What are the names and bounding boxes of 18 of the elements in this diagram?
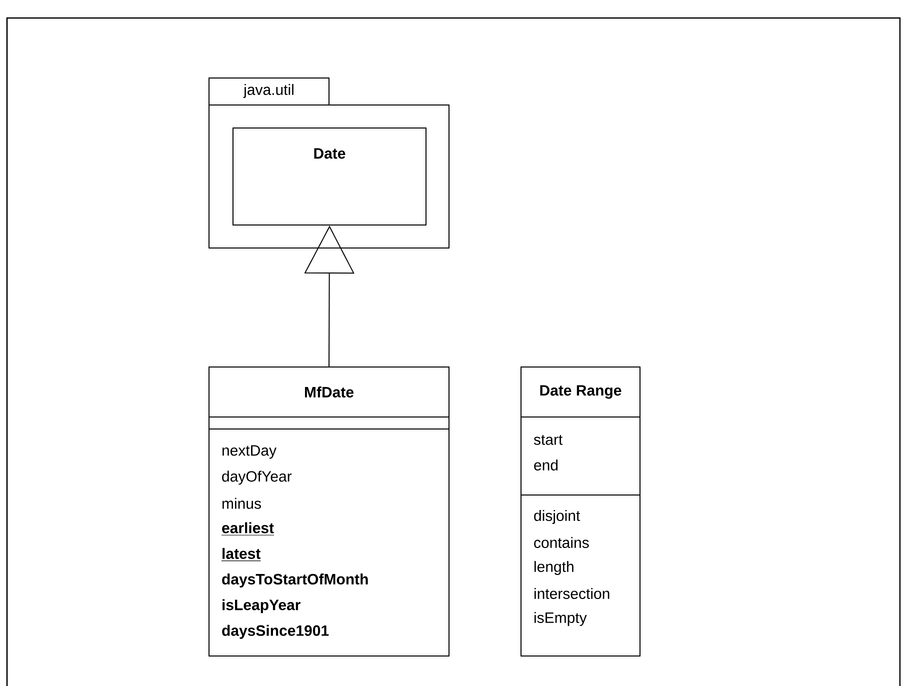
member-name: nextDay xyxy=(222,445,276,459)
member-name: disjoint xyxy=(534,510,580,524)
member-name: intersection xyxy=(534,588,610,599)
member-name: contains xyxy=(534,536,589,548)
member-name: start xyxy=(534,435,563,445)
class-name: MfDate xyxy=(305,386,354,398)
member-name: minus xyxy=(222,498,261,509)
member-name: daysSince1901 xyxy=(222,624,329,639)
member-name: latest xyxy=(221,548,261,562)
class-name: Date Range xyxy=(540,385,622,399)
member-name: isEmpty xyxy=(534,612,587,626)
member-name: dayOfYear xyxy=(222,470,292,485)
member-name: isLeapYear xyxy=(222,599,300,614)
member-name: length xyxy=(534,561,574,575)
package-name: java.util xyxy=(243,84,294,98)
member-name: daysToStartOfMonth xyxy=(222,574,368,588)
member-name: earliest xyxy=(221,522,274,536)
member-name: end xyxy=(534,459,558,470)
